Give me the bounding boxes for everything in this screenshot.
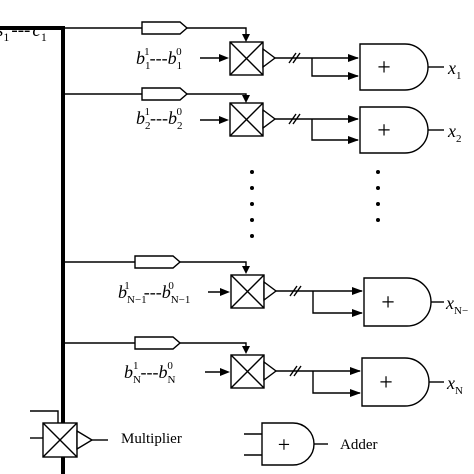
converter-block: [134, 255, 182, 269]
converter-to-multiplier-wire: [180, 261, 247, 272]
legend-multiplier: Multiplier: [30, 410, 182, 458]
ellipsis-dot: [250, 218, 254, 222]
adder-gate: [359, 43, 429, 91]
ellipsis-dot: [376, 170, 380, 174]
bus-slash-icon: [289, 285, 298, 297]
arrowhead-icon: [350, 389, 361, 397]
row-n: bN1---bN0 + xN: [65, 336, 463, 407]
legend-multiplier-label: Multiplier: [121, 431, 182, 447]
converter-block: [141, 21, 189, 35]
arrowhead-icon: [219, 116, 229, 124]
multiplier-output-triangle: [76, 429, 94, 451]
arrowhead-icon: [219, 54, 229, 62]
b-label: b11---b10: [136, 46, 182, 72]
converter-block: [141, 87, 189, 101]
arrowhead-icon: [242, 346, 250, 354]
arrowhead-icon: [350, 367, 361, 375]
legend-input-wire: [30, 410, 59, 423]
output-label: x1: [447, 58, 462, 82]
converter-to-multiplier-wire: [187, 93, 247, 101]
bus-slash-icon: [288, 52, 297, 64]
row-2: b21---b20 + x2: [65, 87, 462, 154]
multiplier-output-triangle: [262, 108, 277, 130]
adder-input-b-wire: [311, 119, 358, 141]
arrowhead-icon: [348, 72, 359, 80]
arrowhead-icon: [242, 95, 250, 103]
arrowhead-icon: [348, 136, 359, 144]
ellipsis-dot: [250, 234, 254, 238]
arrowhead-icon: [242, 34, 250, 42]
adder-plus-icon: +: [381, 290, 395, 316]
ellipsis-dot: [376, 202, 380, 206]
legend-adder: + Adder: [244, 422, 378, 466]
arrowhead-icon: [348, 115, 359, 123]
input-s-label: s1---c1: [0, 20, 47, 44]
adder-plus-icon: +: [278, 432, 290, 457]
arrowhead-icon: [220, 288, 230, 296]
adder-gate: [363, 277, 432, 327]
row-n-minus-1: bN−11---bN−10 + xN−: [65, 255, 468, 327]
b-label: bN1---bN0: [124, 360, 175, 386]
legend-adder-gate: [261, 422, 315, 466]
converter-to-multiplier-wire: [180, 342, 247, 351]
multiplier-output-triangle: [263, 360, 278, 382]
ellipsis-dot: [376, 218, 380, 222]
adder-input-b-wire: [311, 58, 358, 77]
adder-plus-icon: +: [379, 370, 393, 396]
arrowhead-icon: [220, 368, 230, 376]
output-label: x2: [447, 121, 462, 145]
converter-to-multiplier-wire: [187, 27, 247, 40]
legend-adder-label: Adder: [340, 437, 378, 453]
output-label: xN−: [445, 293, 468, 317]
ellipsis-dot: [376, 186, 380, 190]
multiplier-output-triangle: [262, 47, 277, 69]
converter-block: [134, 336, 182, 350]
adder-gate: [361, 357, 430, 407]
bus-slash-icon: [289, 365, 298, 377]
multiplier-output-triangle: [263, 280, 278, 302]
adder-plus-icon: +: [377, 118, 391, 144]
output-label: xN: [446, 373, 463, 397]
arrowhead-icon: [348, 54, 359, 62]
arrowhead-icon: [352, 309, 363, 317]
adder-input-b-wire: [312, 291, 362, 314]
adder-input-b-wire: [312, 371, 360, 394]
b-label: bN−11---bN−10: [118, 280, 190, 306]
continuation-dots: [250, 170, 380, 238]
bus-slash-icon: [288, 113, 297, 125]
ellipsis-dot: [250, 202, 254, 206]
arrowhead-icon: [242, 266, 250, 274]
row-1: b11---b10 + x1: [65, 21, 462, 91]
adder-plus-icon: +: [377, 55, 391, 81]
adder-gate: [359, 106, 429, 154]
arrowhead-icon: [352, 287, 363, 295]
ellipsis-dot: [250, 186, 254, 190]
b-label: b21---b20: [136, 106, 182, 132]
ellipsis-dot: [250, 170, 254, 174]
